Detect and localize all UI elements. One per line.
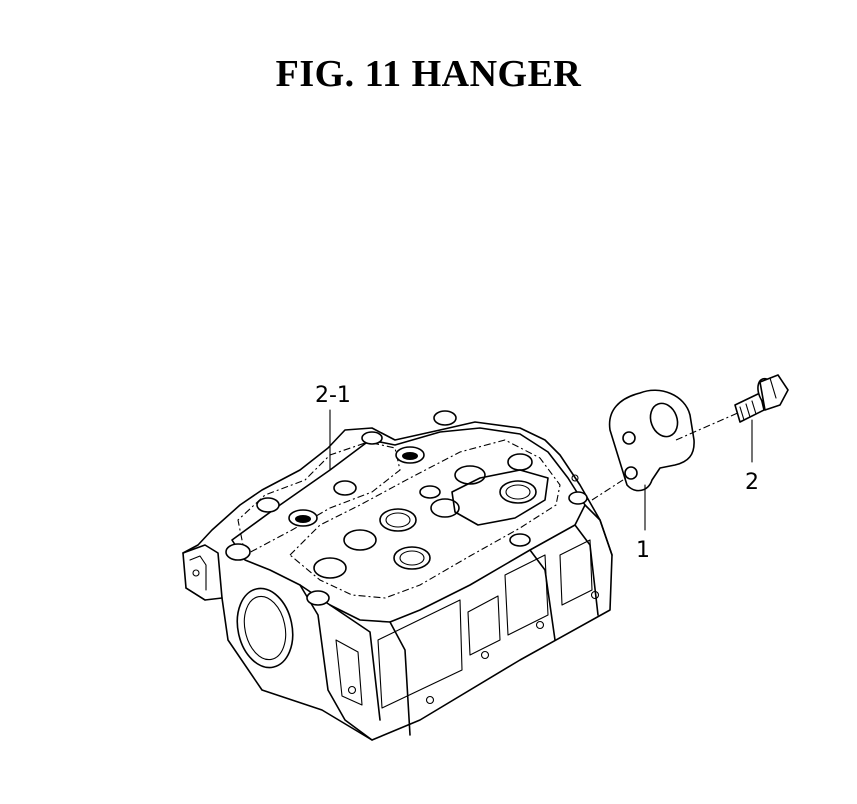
flange-bolt (734, 374, 789, 423)
assembly-center-line (591, 477, 627, 501)
assembly-center-line (675, 411, 741, 441)
injector-boss (288, 446, 425, 527)
hanger-bracket (608, 389, 695, 492)
callout-cylinder-head: 2-1 (315, 383, 351, 408)
valve-port (313, 453, 537, 579)
callout-hanger: 1 (636, 538, 650, 563)
figure-title: FIG. 11 HANGER (275, 53, 582, 95)
callout-bolt: 2 (745, 470, 759, 495)
cylinder-head (182, 410, 613, 741)
